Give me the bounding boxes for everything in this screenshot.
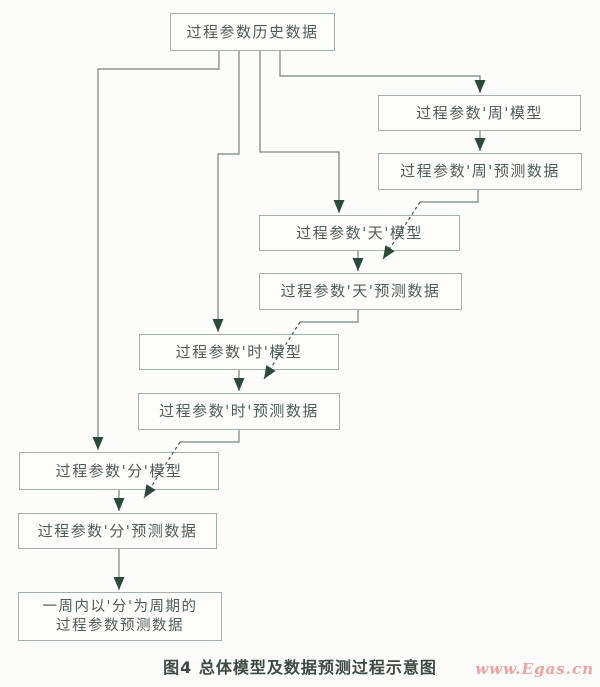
node-label: 过程参数'天'模型 — [296, 223, 423, 242]
node-week-forecast-data: 过程参数'周'预测数据 — [378, 153, 582, 190]
node-label-line2: 过程参数预测数据 — [55, 617, 184, 634]
arrow-history-to-minute-model — [92, 51, 220, 450]
node-label-line1: 一周内以'分'为周期的 — [42, 599, 198, 616]
node-label: 一周内以'分'为周期的 过程参数预测数据 — [43, 598, 198, 634]
node-minute-forecast-data: 过程参数'分'预测数据 — [18, 513, 217, 549]
node-label: 过程参数'分'预测数据 — [37, 521, 198, 540]
node-label: 过程参数'时'模型 — [175, 342, 303, 361]
arrow-history-to-day-model — [259, 51, 345, 213]
node-minute-model: 过程参数'分'模型 — [19, 452, 219, 490]
node-label: 过程参数'周'模型 — [416, 103, 543, 122]
arrow-history-to-hour-model — [212, 51, 240, 332]
figure-caption: 图4 总体模型及数据预测过程示意图 — [163, 658, 437, 677]
node-history-data: 过程参数历史数据 — [170, 13, 335, 51]
node-label: 过程参数'时'预测数据 — [159, 402, 319, 421]
node-week-model: 过程参数'周'模型 — [378, 95, 581, 131]
connector-hour-data-elbow — [180, 430, 240, 443]
node-label: 过程参数'周'预测数据 — [400, 162, 560, 181]
connector-week-data-elbow — [420, 190, 479, 203]
node-hour-model: 过程参数'时'模型 — [139, 334, 339, 370]
node-final-weekly-minute-data: 一周内以'分'为周期的 过程参数预测数据 — [18, 592, 222, 641]
node-label: 过程参数历史数据 — [186, 22, 319, 41]
node-day-forecast-data: 过程参数'天'预测数据 — [259, 273, 462, 310]
node-label: 过程参数'天'预测数据 — [280, 282, 441, 301]
arrow-history-to-week-model — [279, 51, 486, 93]
watermark-text: www.Egas.cn — [475, 660, 594, 678]
connector-day-data-elbow — [300, 310, 359, 323]
node-label: 过程参数'分'模型 — [55, 461, 183, 480]
node-day-model: 过程参数'天'模型 — [259, 215, 460, 251]
node-hour-forecast-data: 过程参数'时'预测数据 — [138, 393, 340, 430]
